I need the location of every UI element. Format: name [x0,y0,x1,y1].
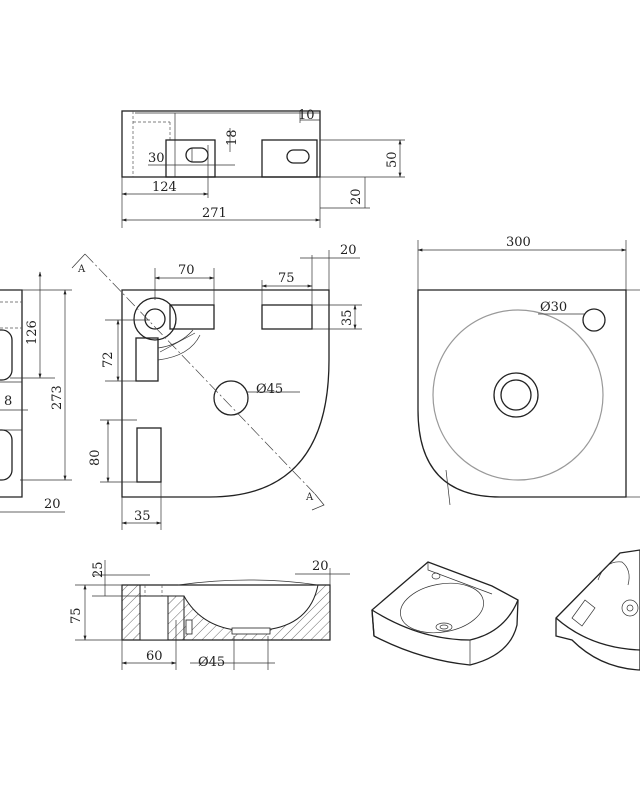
dim-plan-75: 75 [278,271,295,286]
dim-top-30: 30 [148,151,165,166]
dim-bowl-dia30: Ø30 [540,300,567,315]
dim-top-20: 20 [349,188,364,205]
top-view-outline [121,110,321,178]
dim-plan-70: 70 [178,263,195,278]
dim-plan-35-bottom: 35 [134,509,151,524]
dim-plan-dia45: Ø45 [256,382,283,397]
bowl-faucet-hole [582,308,606,332]
section-view-aa: 25 75 20 60 Ø45 [69,559,350,670]
bowl-basin [432,309,604,481]
plan-faucet-hole [144,308,166,330]
bowl-outline [417,289,627,498]
dim-bowl-300: 300 [506,235,531,250]
dim-plan-72: 72 [101,351,116,368]
plan-faucet-bar [169,304,215,330]
plan-left-pocket [135,337,159,382]
dim-left-8: 8 [4,394,12,409]
dim-top-18: 18 [225,129,240,146]
top-view-slot-right [286,149,310,164]
section-a-bottom: A [305,492,314,503]
plan-view: A A 70 75 20 35 72 80 35 Ø45 [71,243,362,530]
dim-section-20: 20 [312,559,329,574]
dim-top-124: 124 [152,180,177,195]
plan-drain-hole [213,380,249,416]
bowl-view: 300 Ø30 [417,235,640,506]
dim-plan-20: 20 [340,243,357,258]
dim-section-75: 75 [69,607,84,624]
isometric-view-rear [555,549,640,671]
top-view-slot-left [185,147,209,163]
bowl-drain-inner [500,379,532,411]
plan-outline [121,289,330,498]
dim-top-10: 10 [298,108,315,123]
dim-section-60: 60 [146,649,163,664]
dim-plan-80: 80 [88,449,103,466]
section-line-aa [84,253,316,495]
plan-lower-pocket [136,427,162,483]
dim-left-126: 126 [25,320,40,345]
top-view-faucet-block [165,139,216,178]
dim-left-273: 273 [50,385,65,410]
dim-plan-35-right: 35 [340,309,355,326]
dim-section-dia45: Ø45 [198,655,225,670]
dim-top-50: 50 [385,151,400,168]
bowl-drain-outer [493,372,539,418]
top-elevation-view: 10 18 30 50 20 124 271 [121,108,405,228]
section-a-top: A [77,264,86,275]
dim-section-25: 25 [91,561,106,578]
top-view-overflow-block [261,139,318,178]
isometric-view-front [371,561,519,666]
left-side-view: 126 273 8 20 [0,271,72,513]
dim-top-271: 271 [202,206,227,221]
plan-right-slot [261,304,313,330]
dim-left-20: 20 [44,497,61,512]
